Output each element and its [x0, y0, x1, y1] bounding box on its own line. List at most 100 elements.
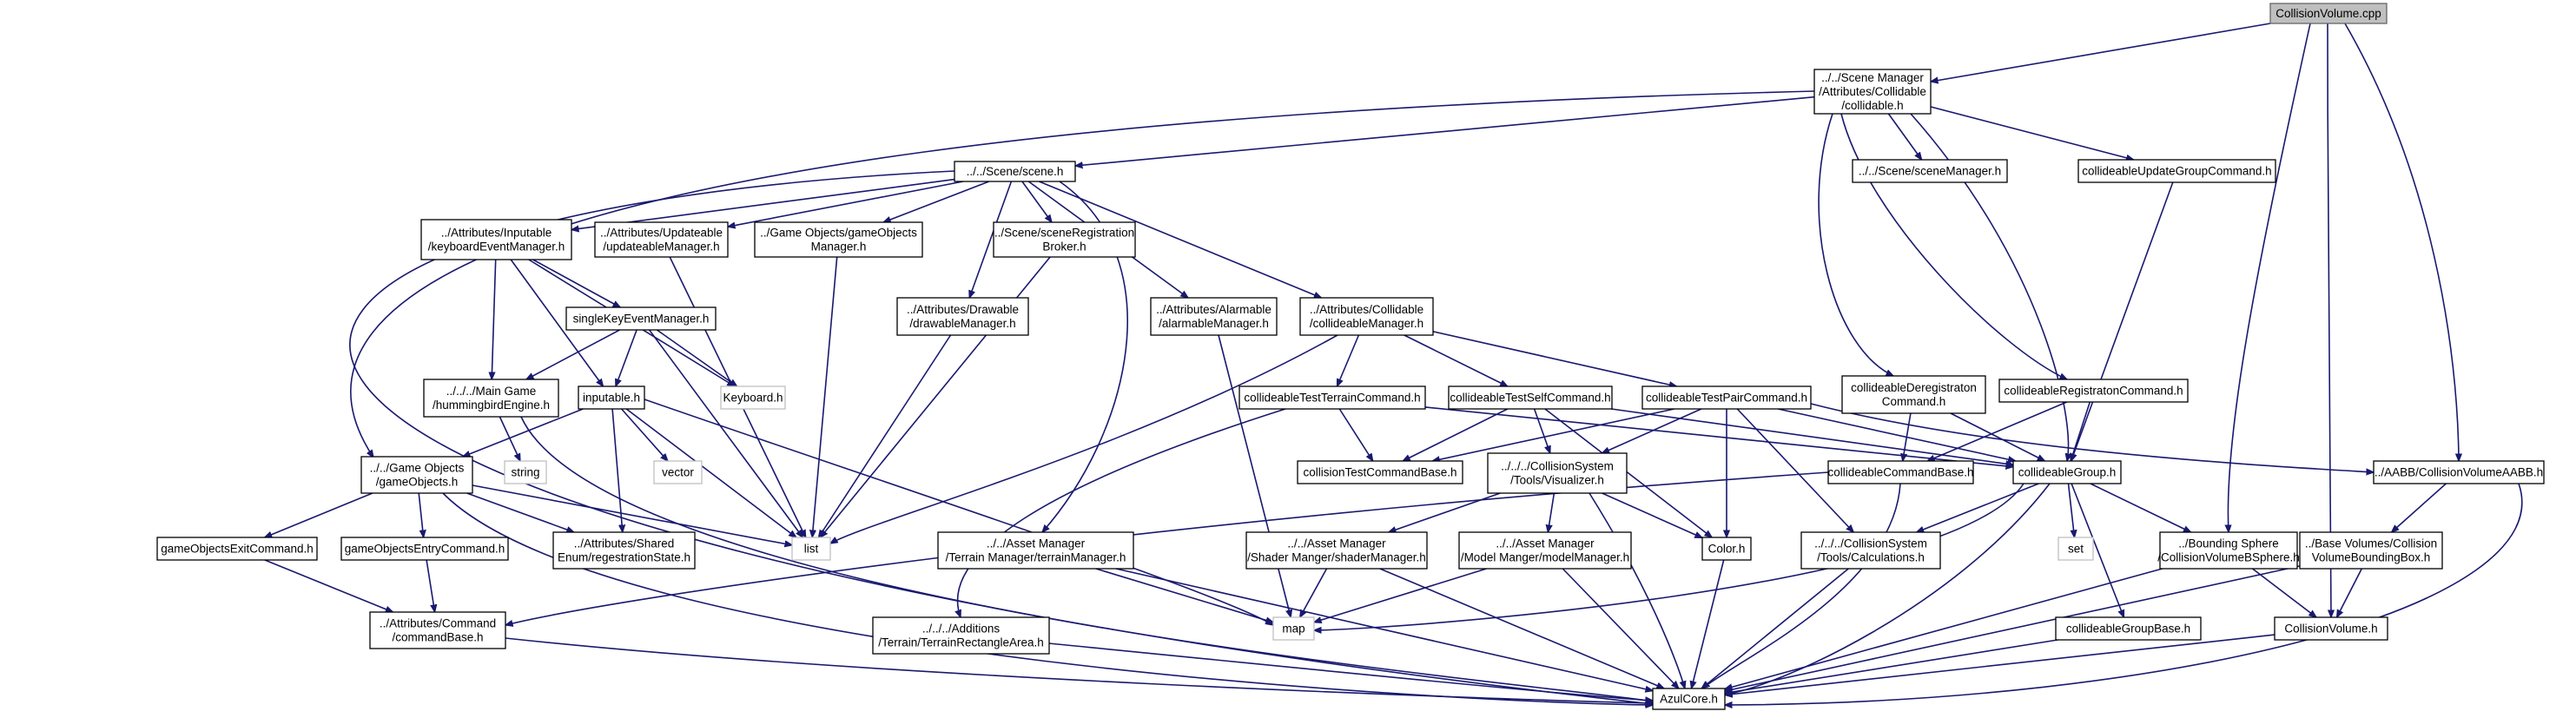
file-node-set[interactable]: set	[2057, 537, 2094, 561]
file-node-cb[interactable]: ../Attributes/Command/commandBase.h	[369, 611, 506, 649]
dependency-edge-bs-to-azul	[1725, 568, 2163, 689]
file-node-box	[896, 297, 1029, 336]
file-node-vis[interactable]: ../../../CollisionSystem/Tools/Visualize…	[1487, 452, 1628, 494]
file-node-box	[1150, 297, 1278, 336]
dependency-edge-dm-to-list	[819, 334, 952, 537]
file-node-bs[interactable]: ../Bounding Sphere/CollisionVolumeBSpher…	[2157, 531, 2300, 570]
file-node-cg[interactable]: collideableGroup.h	[2012, 460, 2122, 484]
file-node-label: ../Attributes/Alarmable	[1156, 303, 1271, 316]
file-node-kem[interactable]: ../Attributes/Inputable/keyboardEventMan…	[420, 219, 572, 260]
file-node-label: ../../../Main Game	[446, 385, 537, 398]
file-node-crc[interactable]: collideableRegistratonCommand.h	[1998, 379, 2189, 403]
file-node-goen[interactable]: gameObjectsEntryCommand.h	[340, 537, 509, 561]
file-node-trm[interactable]: ../../Asset Manager/Terrain Manager/terr…	[937, 531, 1134, 570]
file-node-color[interactable]: Color.h	[1701, 537, 1752, 561]
file-node-box	[2055, 616, 2202, 641]
file-node-am[interactable]: ../Attributes/Alarmable/alarmableManager…	[1150, 297, 1278, 336]
file-node-label: ../Attributes/Command	[380, 617, 496, 630]
file-node-list[interactable]: list	[791, 537, 831, 561]
file-node-tra[interactable]: ../../../Additions/Terrain/TerrainRectan…	[872, 616, 1050, 655]
file-node-box	[360, 456, 473, 494]
dependency-edge-ctpair-to-ctcb	[1432, 408, 1674, 461]
file-node-label: ../Attributes/Collidable	[1310, 303, 1423, 316]
file-node-rs[interactable]: ../Attributes/SharedEnum/regestrationSta…	[552, 531, 696, 570]
dependency-edge-cm-to-ctself	[1404, 334, 1508, 386]
file-node-inp[interactable]: inputable.h	[578, 385, 645, 410]
file-node-box	[2057, 537, 2094, 561]
dependency-edge-am-to-map	[1218, 334, 1291, 617]
file-node-str[interactable]: string	[504, 460, 547, 484]
file-node-label: ../Base Volumes/Collision	[2305, 537, 2437, 550]
file-node-label: ../Attributes/Updateable	[600, 227, 723, 240]
file-node-cgb[interactable]: collideableGroupBase.h	[2055, 616, 2202, 641]
file-node-dm[interactable]: ../Attributes/Drawable/drawableManager.h	[896, 297, 1029, 336]
dependency-edge-ctterr-to-tra	[958, 408, 1286, 617]
file-node-cm[interactable]: ../Attributes/Collidable/collideableMana…	[1299, 297, 1434, 336]
file-node-ctcb[interactable]: collisionTestCommandBase.h	[1297, 460, 1463, 484]
dependency-edge-mdm-to-azul	[1562, 568, 1679, 688]
file-node-label: Enum/regestrationState.h	[558, 551, 690, 564]
dependency-edge-vis-to-color	[1602, 492, 1702, 539]
file-node-label: Broker.h	[1042, 240, 1086, 254]
file-node-go[interactable]: ../../Game Objects/gameObjects.h	[360, 456, 473, 494]
file-node-label: /Model Manger/modelManager.h	[1461, 551, 1629, 564]
file-node-label: inputable.h	[583, 392, 640, 405]
file-node-label: /Shader Manger/shaderManager.h	[1247, 551, 1426, 564]
dependency-edge-trm-to-map	[1095, 568, 1273, 622]
file-node-root[interactable]: CollisionVolume.cpp	[2269, 3, 2388, 24]
file-node-vec[interactable]: vector	[653, 460, 703, 484]
file-node-calc[interactable]: ../../../CollisionSystem/Tools/Calculati…	[1800, 531, 1941, 570]
file-node-bvbb[interactable]: ../Base Volumes/CollisionVolumeBoundingB…	[2299, 531, 2443, 570]
file-node-ctself[interactable]: collideableTestSelfCommand.h	[1448, 385, 1613, 410]
file-node-label: gameObjectsEntryCommand.h	[345, 543, 505, 556]
file-node-hbe[interactable]: ../../../Main Game/hummingbirdEngine.h	[423, 379, 559, 418]
dependency-edge-hbe-to-str	[499, 416, 521, 461]
dependency-edge-coll-to-cugc	[1930, 106, 2134, 160]
file-node-label: VolumeBoundingBox.h	[2312, 551, 2431, 564]
file-node-box	[1238, 385, 1426, 410]
file-node-ctpair[interactable]: collideableTestPairCommand.h	[1641, 385, 1812, 410]
file-node-kb[interactable]: Keyboard.h	[720, 385, 786, 410]
file-node-box	[1852, 159, 2008, 183]
file-node-label: Command.h	[1882, 395, 1946, 408]
dependency-edge-inp-to-go	[463, 408, 584, 458]
dependency-edge-ctterr-to-cg	[1424, 406, 2013, 467]
file-node-box	[1641, 385, 1812, 410]
file-node-label: Color.h	[1708, 543, 1746, 556]
file-node-shm[interactable]: ../../Asset Manager/Shader Manger/shader…	[1245, 531, 1428, 570]
file-node-um[interactable]: ../Attributes/Updateable/updateableManag…	[594, 221, 729, 258]
dependency-edge-bvbb-to-azul	[1725, 565, 2301, 691]
file-node-mdm[interactable]: ../../Asset Manager/Model Manger/modelMa…	[1458, 531, 1632, 570]
file-node-label: ../Attributes/Shared	[574, 537, 675, 550]
file-node-ctterr[interactable]: collideableTestTerrainCommand.h	[1238, 385, 1426, 410]
file-node-scene[interactable]: ../../Scene/scene.h	[954, 161, 1076, 182]
file-node-label: /Terrain Manager/terrainManager.h	[946, 551, 1126, 564]
file-node-cugc[interactable]: collideableUpdateGroupCommand.h	[2077, 159, 2276, 183]
dependency-edge-skm-to-list	[648, 329, 803, 537]
file-node-label: ../../../CollisionSystem	[1501, 460, 1614, 473]
file-node-sceneMgr[interactable]: ../../Scene/sceneManager.h	[1852, 159, 2008, 183]
file-node-goec[interactable]: gameObjectsExitCommand.h	[156, 537, 318, 561]
file-node-label: ../../../CollisionSystem	[1814, 537, 1927, 550]
file-node-aabb[interactable]: ../AABB/CollisionVolumeAABB.h	[2373, 460, 2545, 484]
dependency-edge-cg-to-set	[2067, 483, 2075, 537]
file-node-coll[interactable]: ../../Scene Manager/Attributes/Collidabl…	[1813, 69, 1932, 115]
file-node-box	[578, 385, 645, 410]
file-node-cv[interactable]: CollisionVolume.h	[2274, 616, 2388, 641]
file-node-map[interactable]: map	[1272, 616, 1315, 641]
file-node-azul[interactable]: AzulCore.h	[1652, 688, 1726, 710]
file-node-box	[1701, 537, 1752, 561]
file-node-skm[interactable]: singleKeyEventManager.h	[565, 306, 717, 331]
file-nodes: CollisionVolume.cpp ../../Scene Manager/A…	[156, 3, 2545, 710]
file-node-label: /Terrain/TerrainRectangleArea.h	[878, 636, 1044, 649]
file-node-box	[369, 611, 506, 649]
dependency-edge-skm-to-inp	[616, 329, 637, 386]
dependency-edge-ccb-to-azul	[1702, 483, 1901, 688]
dependency-edge-cgb-to-azul	[1725, 639, 2058, 693]
file-node-ccb[interactable]: collideableCommandBase.h	[1827, 460, 1974, 484]
file-node-box	[1487, 452, 1628, 494]
file-node-label: Manager.h	[811, 240, 867, 254]
